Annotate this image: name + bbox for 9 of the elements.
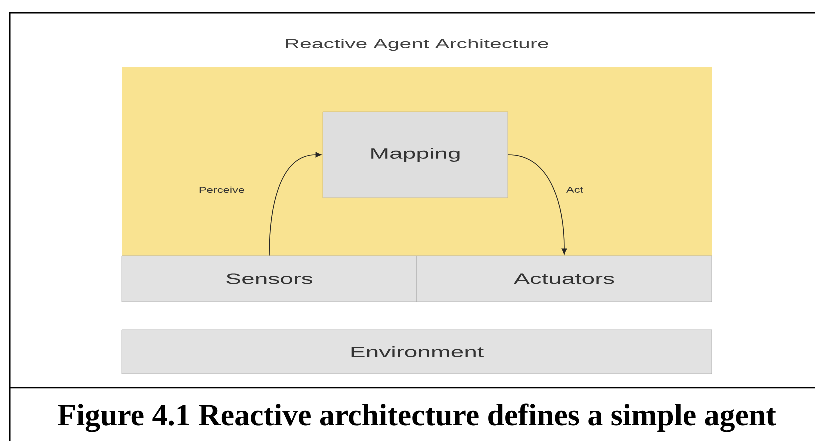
environment-bar: Environment	[122, 330, 712, 374]
actuator-bar: Actuators	[416, 256, 712, 302]
edge-label: Perceive	[200, 186, 245, 194]
arrow	[269, 152, 322, 256]
sensor-bar: Sensors	[122, 256, 418, 302]
process-box: Mapping	[322, 112, 508, 198]
caption: Figure 4.1 Reactive architecture defines a simple agent	[58, 404, 776, 432]
edge-label: Act	[566, 187, 584, 193]
arrow	[508, 154, 568, 255]
